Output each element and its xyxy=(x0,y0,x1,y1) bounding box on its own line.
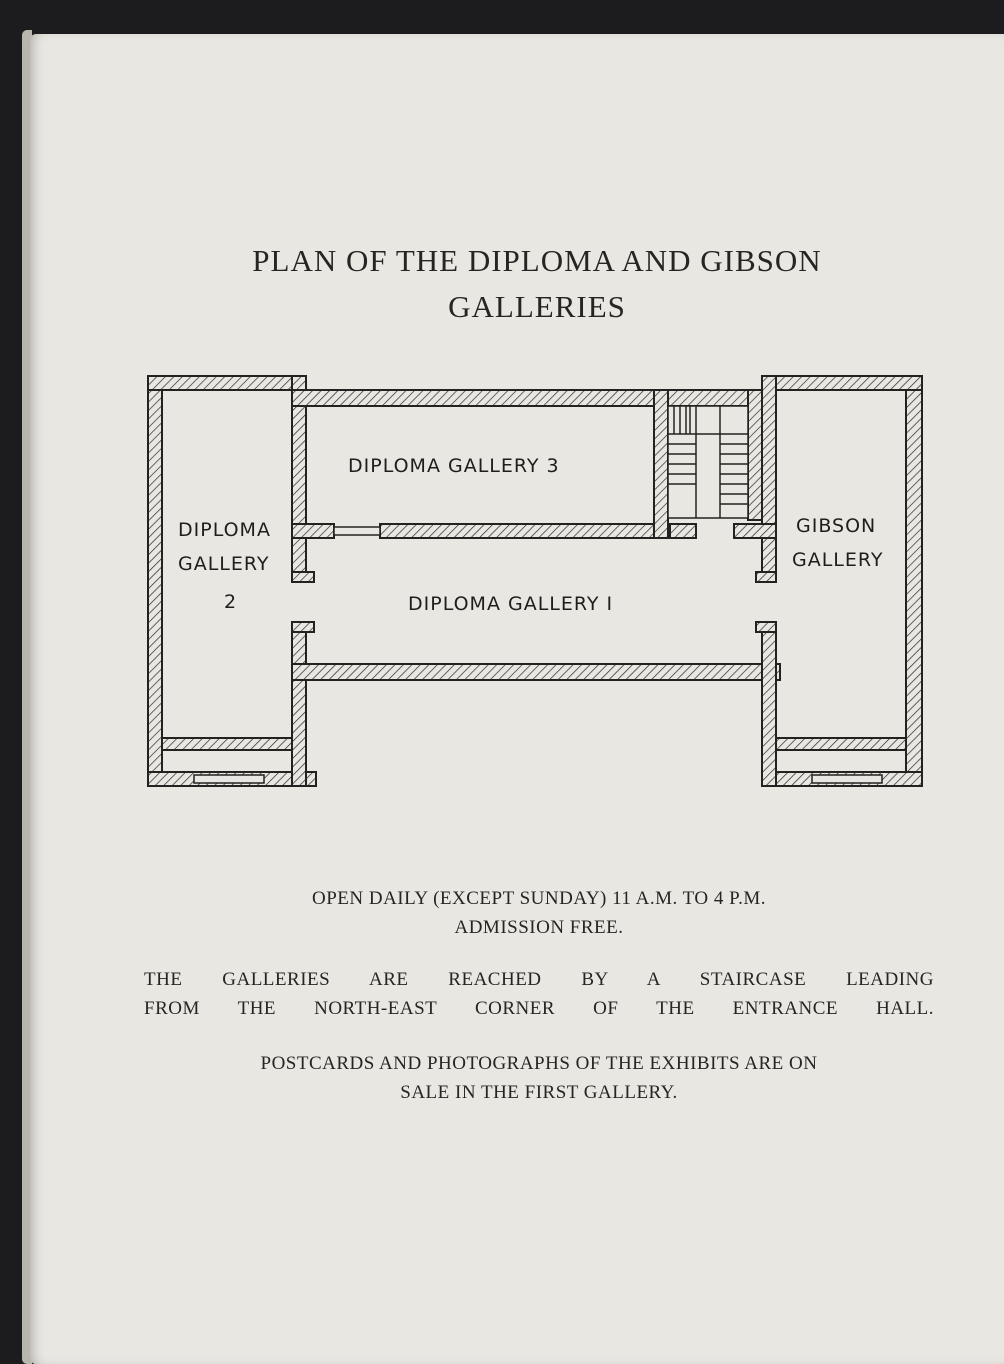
wall-centre-top xyxy=(291,389,763,407)
opening-hours: OPEN DAILY (EXCEPT SUNDAY) 11 A.M. TO 4 … xyxy=(144,884,934,942)
wall-right-bay xyxy=(775,737,907,751)
wall-left-inner-lower xyxy=(291,621,307,787)
label-gallery-2-number: 2 xyxy=(224,591,237,613)
label-gallery-1: DIPLOMA GALLERY I xyxy=(408,593,613,615)
window-left-bottom xyxy=(193,774,265,784)
pier-left-lower xyxy=(291,621,315,633)
access-note-line-1: THE GALLERIES ARE REACHED BY A STAIRCASE… xyxy=(144,969,934,990)
sale-note-line-2: SALE IN THE FIRST GALLERY. xyxy=(400,1082,678,1103)
window-right-bottom xyxy=(811,774,883,784)
wall-right-inner-upper xyxy=(761,375,777,583)
access-note-line-2: FROM THE NORTH-EAST CORNER OF THE ENTRAN… xyxy=(144,998,934,1019)
staircase xyxy=(667,405,749,519)
page-edge xyxy=(22,30,32,1364)
pier-right-lower xyxy=(755,621,777,633)
title-line-1: PLAN OF THE DIPLOMA AND GIBSON xyxy=(252,243,822,278)
sale-note-line-1: POSTCARDS AND PHOTOGRAPHS OF THE EXHIBIT… xyxy=(260,1053,818,1074)
window-partition xyxy=(333,526,381,536)
title-line-2: GALLERIES xyxy=(448,289,626,324)
wall-stair-right-upper xyxy=(747,389,763,521)
opening-hours-line-1: OPEN DAILY (EXCEPT SUNDAY) 11 A.M. TO 4 … xyxy=(312,888,766,909)
wall-left-top xyxy=(147,375,307,391)
wall-right-outer xyxy=(905,375,923,787)
wall-centre-bottom xyxy=(291,663,781,681)
sale-note: POSTCARDS AND PHOTOGRAPHS OF THE EXHIBIT… xyxy=(144,1049,934,1107)
label-gallery-2-line-1: DIPLOMA xyxy=(178,519,271,541)
wall-right-inner-lower xyxy=(761,621,777,787)
label-gibson-line-1: GIBSON xyxy=(796,515,876,537)
label-gibson-line-2: GALLERY xyxy=(792,549,884,571)
wall-right-top xyxy=(761,375,923,391)
access-note: THE GALLERIES ARE REACHED BY A STAIRCASE… xyxy=(144,965,934,1023)
label-gallery-3: DIPLOMA GALLERY 3 xyxy=(348,455,560,477)
wall-left-bay xyxy=(161,737,293,751)
page-title: PLAN OF THE DIPLOMA AND GIBSON GALLERIES xyxy=(0,238,1004,330)
floor-plan: DIPLOMA GALLERY 3 DIPLOMA GALLERY 2 DIPL… xyxy=(147,375,923,787)
pier-right-upper xyxy=(755,571,777,583)
wall-partition-left xyxy=(291,523,335,539)
pier-left-upper xyxy=(291,571,315,583)
wall-stair-left xyxy=(653,389,669,539)
wall-left-outer xyxy=(147,375,163,787)
page xyxy=(30,34,1004,1364)
label-gallery-2-line-2: GALLERY xyxy=(178,553,270,575)
notes: OPEN DAILY (EXCEPT SUNDAY) 11 A.M. TO 4 … xyxy=(144,884,934,1107)
wall-partition-main xyxy=(379,523,671,539)
wall-right-stub xyxy=(733,523,777,539)
opening-hours-line-2: ADMISSION FREE. xyxy=(454,917,624,938)
wall-partition-right xyxy=(669,523,697,539)
